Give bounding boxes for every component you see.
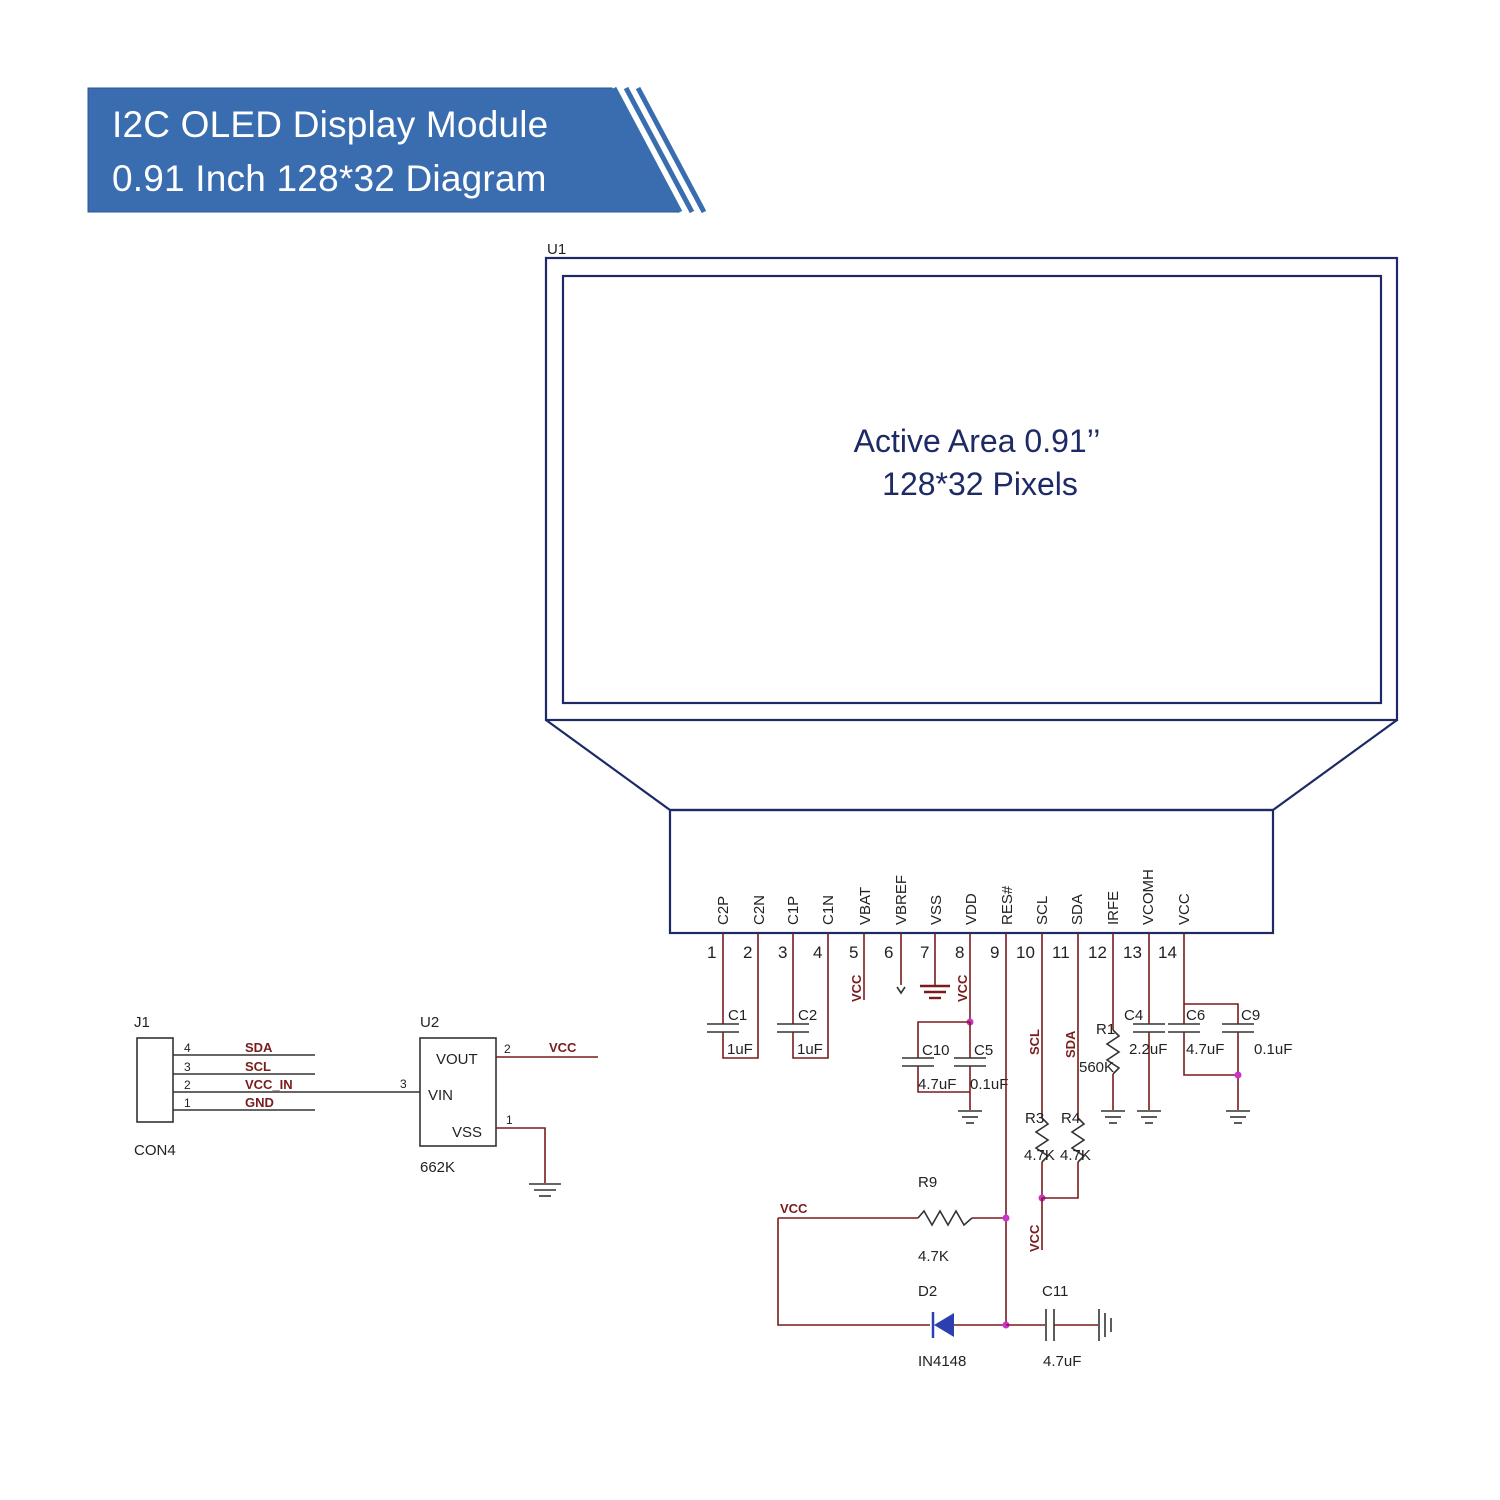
pin-number-labels: 1 2 3 4 5 6 7 8 9 10 11 12 13 14	[707, 943, 1177, 962]
r9-value: 4.7K	[918, 1248, 949, 1265]
r9-ref: R9	[918, 1174, 937, 1191]
j1-pin4-name: SDA	[245, 1040, 273, 1055]
active-area-title: Active Area 0.91’’	[854, 423, 1101, 459]
j1-pin3-name: SCL	[245, 1059, 271, 1074]
r4-value: 4.7K	[1060, 1147, 1091, 1164]
pin-num-2: 2	[743, 943, 752, 962]
c6-ref: C6	[1186, 1007, 1205, 1024]
pin-name-2: C2N	[751, 895, 768, 925]
u2-vin-label: VIN	[428, 1087, 453, 1104]
pin-name-14: VCC	[1176, 893, 1193, 925]
pin-name-5: VBAT	[857, 887, 874, 925]
pin-name-3: C1P	[785, 896, 802, 925]
c10-ref: C10	[922, 1042, 950, 1059]
u2-part: 662K	[420, 1159, 455, 1176]
d2-value: IN4148	[918, 1353, 966, 1370]
pin-name-13: VCOMH	[1140, 869, 1157, 925]
u2-ref: U2	[420, 1014, 439, 1031]
r3-value: 4.7K	[1024, 1147, 1055, 1164]
banner-line-2: 0.91 Inch 128*32 Diagram	[112, 158, 547, 199]
j1-pin1-num: 1	[184, 1096, 191, 1110]
pin-name-1: C2P	[715, 896, 732, 925]
connector-j1: J1 CON4 4 3 2 1 SDA SCL VCC_IN GND	[134, 1014, 420, 1159]
r1-value: 560K	[1079, 1059, 1114, 1076]
c4-value: 2.2uF	[1129, 1041, 1167, 1058]
pin-wiring: C1 1uF C2 1uF VCC VCC C10	[707, 933, 1292, 1325]
pin-name-11: SDA	[1069, 894, 1086, 925]
pin-name-12: IRFE	[1105, 891, 1122, 925]
banner-line-1: I2C OLED Display Module	[112, 104, 549, 145]
j1-pin2-num: 2	[184, 1078, 191, 1092]
vbat-vcc-net: VCC	[849, 974, 864, 1002]
d2-ref: D2	[918, 1283, 937, 1300]
j1-pin3-num: 3	[184, 1060, 191, 1074]
c6-value: 4.7uF	[1186, 1041, 1224, 1058]
pin-num-11: 11	[1052, 943, 1070, 962]
j1-type: CON4	[134, 1142, 176, 1159]
title-banner	[87, 86, 707, 214]
pin-num-8: 8	[955, 943, 964, 962]
regulator-u2: U2 VOUT VIN VSS 662K 3 2 VCC 1	[400, 1014, 598, 1197]
u2-pin-vin: 3	[400, 1077, 407, 1091]
j1-pin1-name: GND	[245, 1095, 274, 1110]
scl-net-label: SCL	[1027, 1029, 1042, 1055]
banner-title: I2C OLED Display Module 0.91 Inch 128*32…	[112, 98, 612, 206]
sda-net-label: SDA	[1063, 1030, 1078, 1058]
pin-num-7: 7	[920, 943, 929, 962]
c5-value: 0.1uF	[970, 1076, 1008, 1093]
pin-num-9: 9	[990, 943, 999, 962]
c1-value: 1uF	[727, 1041, 753, 1058]
pin-num-10: 10	[1016, 943, 1035, 962]
pin-num-5: 5	[849, 943, 858, 962]
reset-vcc-net: VCC	[780, 1201, 808, 1216]
pin-num-1: 1	[707, 943, 716, 962]
r1-ref: R1	[1096, 1021, 1115, 1038]
pin-name-10: SCL	[1034, 896, 1051, 925]
c9-value: 0.1uF	[1254, 1041, 1292, 1058]
c11-ref: C11	[1042, 1283, 1068, 1300]
pin-num-14: 14	[1158, 943, 1177, 962]
c4-ref: C4	[1124, 1007, 1143, 1024]
pin-num-4: 4	[813, 943, 822, 962]
c10-value: 4.7uF	[918, 1076, 956, 1093]
j1-ref: J1	[134, 1014, 150, 1031]
pin-name-9: RES#	[999, 885, 1016, 925]
u2-vout-label: VOUT	[436, 1051, 478, 1068]
pin-name-labels: C2P C2N C1P C1N VBAT VBREF VSS VDD RES# …	[715, 869, 1193, 925]
pin-name-7: VSS	[928, 895, 945, 925]
c2-ref: C2	[798, 1007, 817, 1024]
u2-pin-vout: 2	[504, 1042, 511, 1056]
c2-value: 1uF	[797, 1041, 823, 1058]
pullup-vcc-net: VCC	[1027, 1224, 1042, 1252]
active-area-resolution: 128*32 Pixels	[882, 466, 1078, 502]
j1-pin4-num: 4	[184, 1041, 191, 1055]
r4-ref: R4	[1061, 1110, 1080, 1127]
pin-num-6: 6	[884, 943, 893, 962]
c1-ref: C1	[728, 1007, 747, 1024]
pin-num-13: 13	[1123, 943, 1142, 962]
c11-value: 4.7uF	[1043, 1353, 1081, 1370]
c5-ref: C5	[974, 1042, 993, 1059]
pin-name-6: VBREF	[893, 875, 910, 925]
pin-num-3: 3	[778, 943, 787, 962]
pin-name-8: VDD	[963, 893, 980, 925]
reset-circuit: VCC R9 4.7K D2 IN4148 C11 4.7uF	[777, 1174, 1112, 1370]
u2-vss-label: VSS	[452, 1124, 482, 1141]
vdd-vcc-net: VCC	[955, 974, 970, 1002]
j1-pin2-name: VCC_IN	[245, 1077, 293, 1092]
pin-name-4: C1N	[820, 895, 837, 925]
u2-out-net: VCC	[549, 1040, 577, 1055]
pin-num-12: 12	[1088, 943, 1107, 962]
display-ref: U1	[547, 241, 566, 258]
oled-display-outline: U1 Active Area 0.91’’ 128*32 Pixels	[544, 241, 1399, 935]
c9-ref: C9	[1241, 1007, 1260, 1024]
r3-ref: R3	[1025, 1110, 1044, 1127]
u2-pin-vss: 1	[506, 1113, 513, 1127]
